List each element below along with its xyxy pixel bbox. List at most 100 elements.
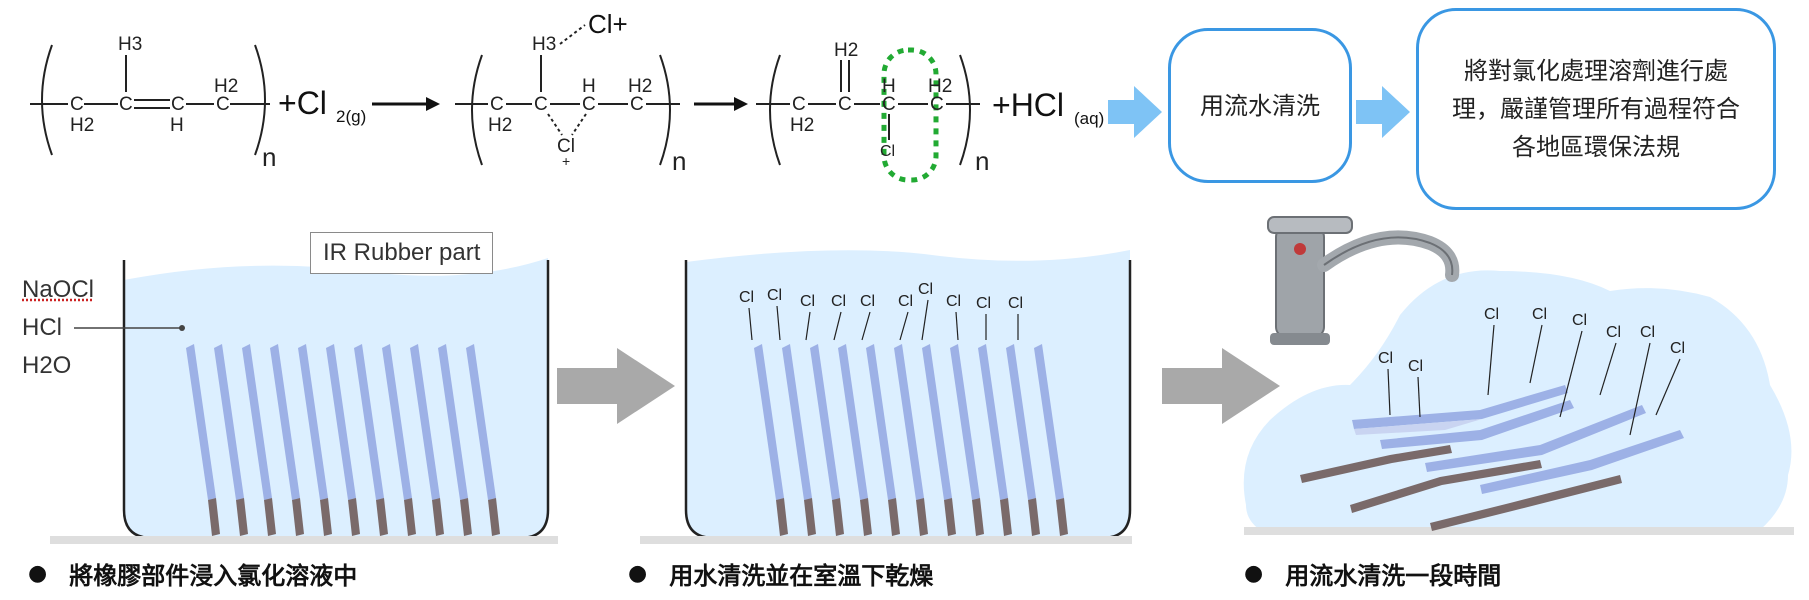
chlorine-label: Cl	[1484, 306, 1499, 323]
atom-h: H	[882, 76, 896, 97]
cl-leader-line	[833, 311, 842, 341]
repeat-n: n	[262, 142, 276, 172]
cl-leader-line	[1655, 358, 1681, 416]
chlorine-label: Cl	[1572, 312, 1587, 329]
atom-h2: H2	[70, 115, 94, 136]
cl-leader-line	[861, 311, 871, 341]
cl-leader-line	[1417, 376, 1421, 418]
rubber-strip	[242, 344, 276, 536]
chlorine-label: Cl	[1532, 306, 1547, 323]
h2o-label: H2O	[22, 352, 72, 379]
intermediate-molecule	[455, 24, 680, 166]
atom-c: C	[930, 94, 944, 115]
atom-c: C	[534, 94, 548, 115]
step1-bullet: ● 將橡膠部件浸入氯化溶液中	[28, 556, 357, 591]
cl-leader-line	[1487, 324, 1495, 396]
chlorine-label: Cl	[1378, 350, 1393, 367]
atom-c: C	[838, 94, 852, 115]
tank-base-shadow	[640, 536, 1132, 544]
chlorine-label: Cl	[1008, 295, 1023, 312]
highlight-dotted-ring	[881, 47, 939, 183]
reaction-arrow-2	[694, 97, 748, 111]
atom-c: C	[216, 94, 230, 115]
cl-leader-line	[805, 311, 811, 341]
atom-h: H	[170, 115, 184, 136]
rubber-strip	[838, 344, 872, 536]
chlorine-label: Cl	[800, 293, 815, 310]
rubber-strip	[354, 344, 388, 536]
ir-rubber-label: IR Rubber part	[310, 232, 494, 274]
chlorine-label: Cl	[1640, 324, 1655, 341]
rubber-strip	[1354, 419, 1482, 435]
rubber-strip	[978, 344, 1012, 536]
chlorine-label: Cl	[898, 293, 913, 310]
rinse-step-box: 用流水清洗	[1168, 28, 1352, 183]
faucet-icon	[1267, 216, 1460, 345]
chlorine-label: Cl	[831, 293, 846, 310]
cl-leader-line	[955, 311, 959, 341]
rubber-strip-group	[1300, 385, 1684, 531]
rubber-strip	[214, 344, 248, 536]
atom-h2: H2	[928, 76, 952, 97]
gray-arrow-right-icon	[1162, 348, 1280, 424]
gray-arrow-right-icon	[557, 348, 675, 424]
panel-immersion	[50, 258, 558, 544]
step3-bullet: ● 用流水清洗一段時間	[1244, 556, 1501, 591]
chlorine-label: Cl	[1408, 358, 1423, 375]
atom-h2: H2	[488, 115, 512, 136]
naocl-label: NaOCl	[22, 276, 95, 303]
product-molecule	[756, 54, 980, 166]
product-hcl: +HCl	[992, 87, 1064, 123]
cl-leader-line	[1559, 330, 1583, 418]
reagent-cl2-subscript: 2(g)	[336, 107, 366, 126]
rubber-strip	[922, 344, 956, 536]
rubber-strip	[1425, 405, 1646, 472]
reaction-arrow-1	[372, 97, 440, 111]
atom-c: C	[119, 94, 133, 115]
rubber-strip	[1352, 385, 1568, 429]
rubber-strip-group	[186, 344, 500, 536]
atom-cl: Cl	[557, 136, 575, 157]
atom-plus: +	[562, 153, 570, 169]
atom-h3: H3	[532, 34, 556, 55]
atom-h2: H2	[214, 76, 238, 97]
cl-leader-line	[776, 305, 781, 341]
chlorine-label: Cl	[739, 289, 754, 306]
rubber-strip	[894, 344, 928, 536]
rubber-strip	[466, 344, 500, 536]
rubber-strip	[382, 344, 416, 536]
rubber-strip	[754, 344, 788, 536]
atom-c: C	[70, 94, 84, 115]
cl-leader-line	[1629, 342, 1651, 436]
chlorine-label: Cl	[918, 281, 933, 298]
base-shadow	[1244, 527, 1794, 535]
right-bracket	[254, 44, 266, 156]
atom-h2: H2	[790, 115, 814, 136]
rinse-step-text: 用流水清洗	[1200, 91, 1320, 120]
chloronium-cl-plus: Cl+	[588, 9, 628, 39]
rubber-strip	[1006, 344, 1040, 536]
rubber-strip	[782, 344, 816, 536]
step2-caption: 用水清洗並在室溫下乾燥	[669, 562, 934, 590]
atom-c: C	[171, 94, 185, 115]
bullet-dot-icon: ●	[28, 561, 48, 586]
rubber-strip	[270, 344, 304, 536]
rubber-strip	[866, 344, 900, 536]
chlorine-label: Cl	[976, 295, 991, 312]
cl-leader-line	[1387, 368, 1391, 416]
tank-base-shadow	[50, 536, 558, 544]
atom-c: C	[630, 94, 644, 115]
atom-h3: H3	[118, 34, 142, 55]
rubber-strip	[438, 344, 472, 536]
chlorine-label: Cl	[860, 293, 875, 310]
rubber-strip-end	[1300, 445, 1452, 483]
rubber-strip	[950, 344, 984, 536]
atom-c: C	[792, 94, 806, 115]
polymer-molecule	[30, 44, 270, 156]
pointer-dot	[179, 325, 185, 331]
chlorine-label: Cl	[1670, 340, 1685, 357]
cl-leader-line	[921, 299, 929, 341]
atom-c: C	[582, 94, 596, 115]
